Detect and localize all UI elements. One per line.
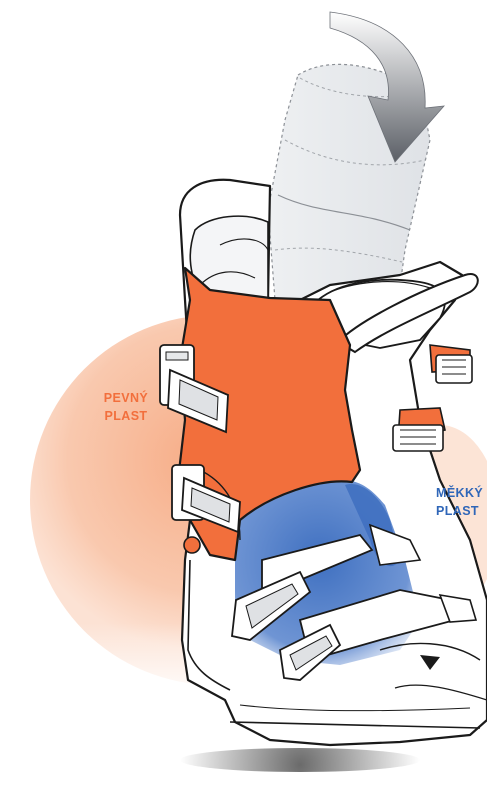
buckle-right-top: [436, 355, 472, 383]
cuff-pivot: [184, 537, 200, 553]
floor-shadow: [180, 748, 420, 772]
soft-plastic-label-line2: PLAST: [436, 502, 483, 520]
soft-plastic-label-line1: MĚKKÝ: [436, 484, 483, 502]
hard-plastic-label: PEVNÝ PLAST: [86, 389, 166, 425]
hard-plastic-label-line2: PLAST: [86, 407, 166, 425]
soft-plastic-label: MĚKKÝ PLAST: [436, 484, 483, 520]
buckle-right-middle: [393, 425, 443, 451]
hard-plastic-label-line1: PEVNÝ: [86, 389, 166, 407]
